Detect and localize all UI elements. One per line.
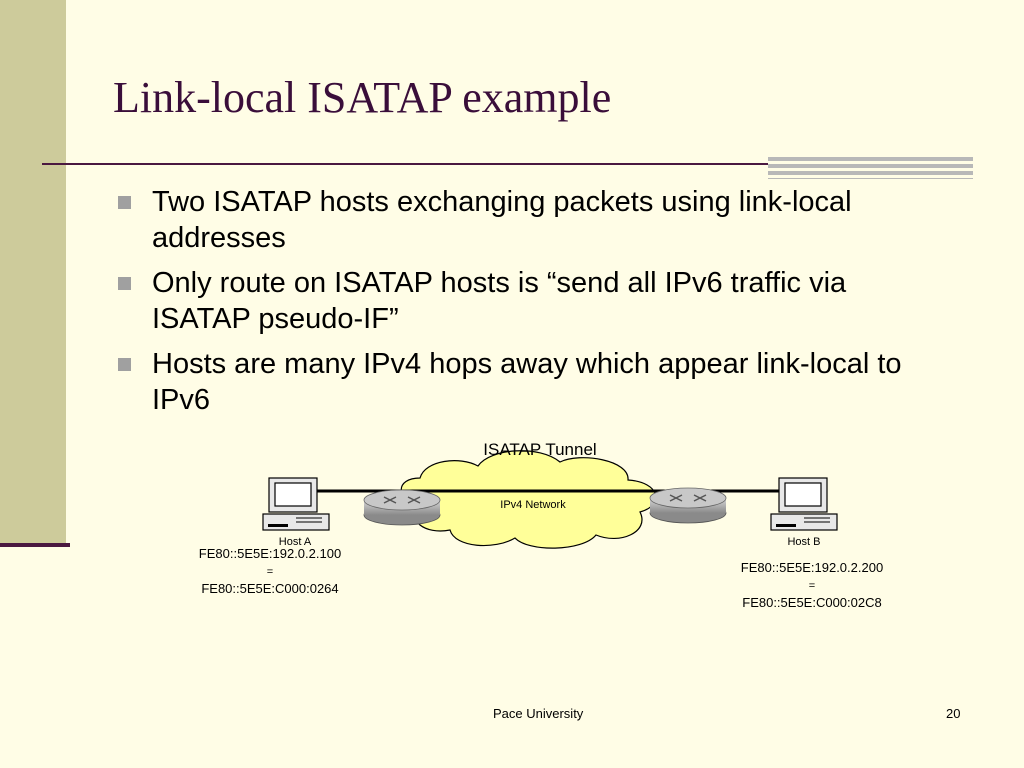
- host-a-equals: =: [267, 566, 273, 578]
- bullet-item: Two ISATAP hosts exchanging packets usin…: [118, 184, 938, 256]
- host-b-equals: =: [809, 580, 815, 592]
- host-a-address-line2: FE80::5E5E:C000:0264: [201, 581, 338, 596]
- host-a-label: Host A: [279, 536, 312, 548]
- router-icon: [363, 489, 441, 526]
- bullet-item: Hosts are many IPv4 hops away which appe…: [118, 346, 938, 418]
- bullet-square-icon: [118, 277, 131, 290]
- host-a-address-line1: FE80::5E5E:192.0.2.100: [199, 546, 341, 561]
- host-b-label: Host B: [787, 536, 820, 548]
- network-label: IPv4 Network: [500, 499, 566, 511]
- bullet-item: Only route on ISATAP hosts is “send all …: [118, 265, 938, 337]
- host-b-computer-icon: [770, 477, 838, 531]
- title-accent-stripes: [768, 157, 973, 179]
- left-accent-bar: [0, 0, 66, 545]
- bullet-square-icon: [118, 196, 131, 209]
- router-icon: [649, 487, 727, 524]
- slide-title: Link-local ISATAP example: [113, 73, 612, 122]
- tunnel-label: ISATAP Tunnel: [483, 440, 596, 459]
- bullet-list: Two ISATAP hosts exchanging packets usin…: [118, 184, 938, 427]
- footer-text: Pace University: [493, 706, 584, 721]
- left-accent-rule: [0, 543, 70, 547]
- host-a-computer-icon: [262, 477, 330, 531]
- host-b-address-line1: FE80::5E5E:192.0.2.200: [741, 560, 883, 575]
- host-b-address-line2: FE80::5E5E:C000:02C8: [742, 595, 881, 610]
- bullet-square-icon: [118, 358, 131, 371]
- title-divider: [42, 163, 973, 165]
- page-number: 20: [946, 706, 961, 721]
